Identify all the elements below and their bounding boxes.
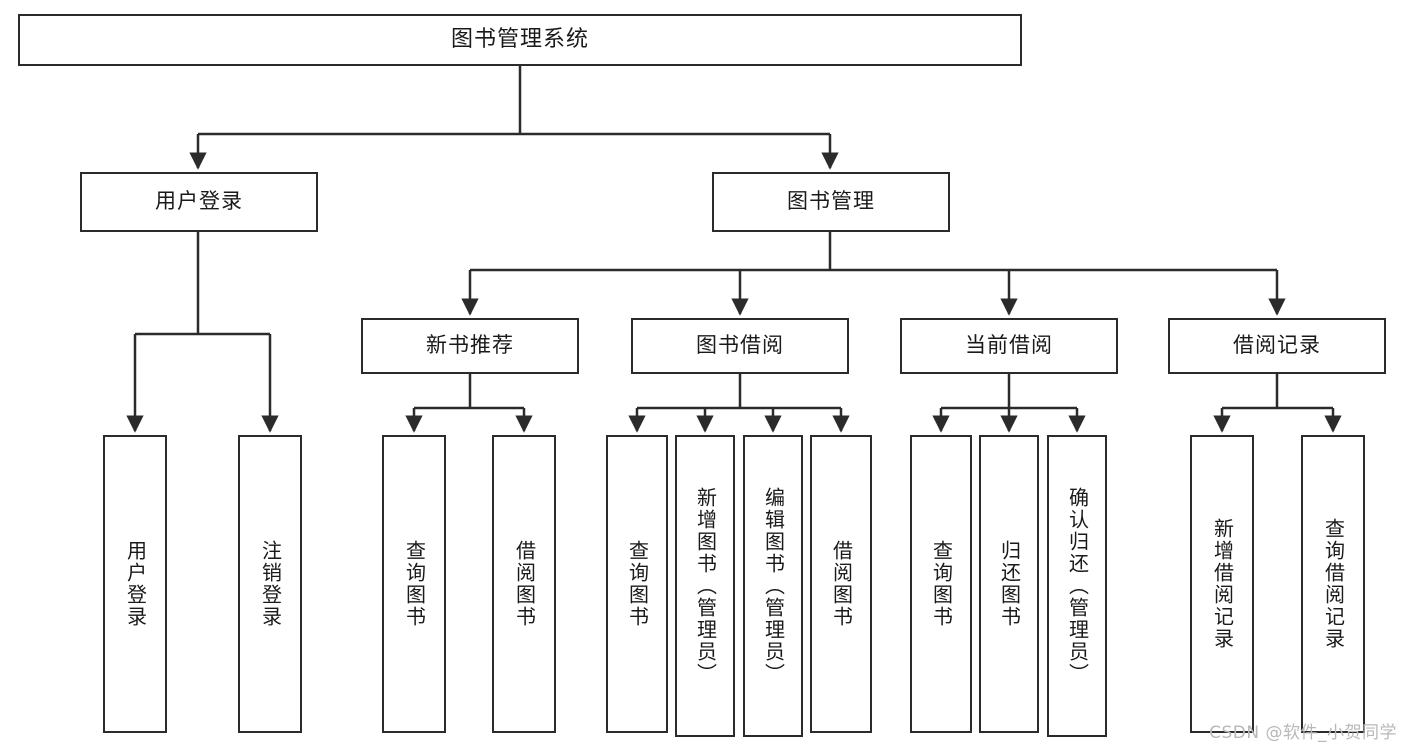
node-leaf-query-book-3[interactable]: 查询图书	[910, 435, 972, 733]
node-current-borrow[interactable]: 当前借阅	[900, 318, 1118, 374]
node-current-borrow-label: 当前借阅	[965, 333, 1053, 358]
node-leaf-borrow-book-1-label: 借阅图书	[512, 540, 537, 628]
node-leaf-edit-book[interactable]: 编辑图书（管理员）	[743, 435, 803, 737]
node-leaf-confirm-return-label: 确认归还（管理员）	[1065, 487, 1090, 685]
node-leaf-query-book-1[interactable]: 查询图书	[382, 435, 446, 733]
node-leaf-add-record-label: 新增借阅记录	[1210, 518, 1235, 650]
node-new-book-rec[interactable]: 新书推荐	[361, 318, 579, 374]
node-book-borrow[interactable]: 图书借阅	[631, 318, 849, 374]
node-leaf-user-login-label: 用户登录	[123, 540, 148, 628]
node-leaf-return-book[interactable]: 归还图书	[979, 435, 1039, 733]
node-leaf-user-login[interactable]: 用户登录	[103, 435, 167, 733]
node-root-label: 图书管理系统	[450, 26, 589, 52]
node-leaf-query-book-2[interactable]: 查询图书	[606, 435, 668, 733]
node-leaf-query-book-3-label: 查询图书	[929, 540, 954, 628]
watermark: CSDN @软件_小贺同学	[1209, 723, 1397, 743]
node-leaf-borrow-book-1[interactable]: 借阅图书	[492, 435, 556, 733]
node-user-login-label: 用户登录	[155, 189, 243, 214]
node-borrow-record[interactable]: 借阅记录	[1168, 318, 1386, 374]
node-leaf-query-record-label: 查询借阅记录	[1321, 518, 1346, 650]
node-user-login[interactable]: 用户登录	[80, 172, 318, 232]
node-borrow-record-label: 借阅记录	[1233, 333, 1321, 358]
node-leaf-query-book-2-label: 查询图书	[625, 540, 650, 628]
node-leaf-logout[interactable]: 注销登录	[238, 435, 302, 733]
node-book-borrow-label: 图书借阅	[696, 333, 784, 358]
node-leaf-borrow-book-2-label: 借阅图书	[829, 540, 854, 628]
node-leaf-query-record[interactable]: 查询借阅记录	[1301, 435, 1365, 733]
node-new-book-rec-label: 新书推荐	[426, 333, 514, 358]
node-leaf-add-book[interactable]: 新增图书（管理员）	[675, 435, 735, 737]
node-leaf-return-book-label: 归还图书	[997, 540, 1022, 628]
node-book-manage-label: 图书管理	[787, 189, 875, 214]
node-root[interactable]: 图书管理系统	[18, 14, 1022, 66]
node-leaf-query-book-1-label: 查询图书	[402, 540, 427, 628]
node-leaf-confirm-return[interactable]: 确认归还（管理员）	[1047, 435, 1107, 737]
node-book-manage[interactable]: 图书管理	[712, 172, 950, 232]
node-leaf-edit-book-label: 编辑图书（管理员）	[761, 487, 786, 685]
node-leaf-logout-label: 注销登录	[258, 540, 283, 628]
node-leaf-add-book-label: 新增图书（管理员）	[693, 487, 718, 685]
node-leaf-add-record[interactable]: 新增借阅记录	[1190, 435, 1254, 733]
node-leaf-borrow-book-2[interactable]: 借阅图书	[810, 435, 872, 733]
